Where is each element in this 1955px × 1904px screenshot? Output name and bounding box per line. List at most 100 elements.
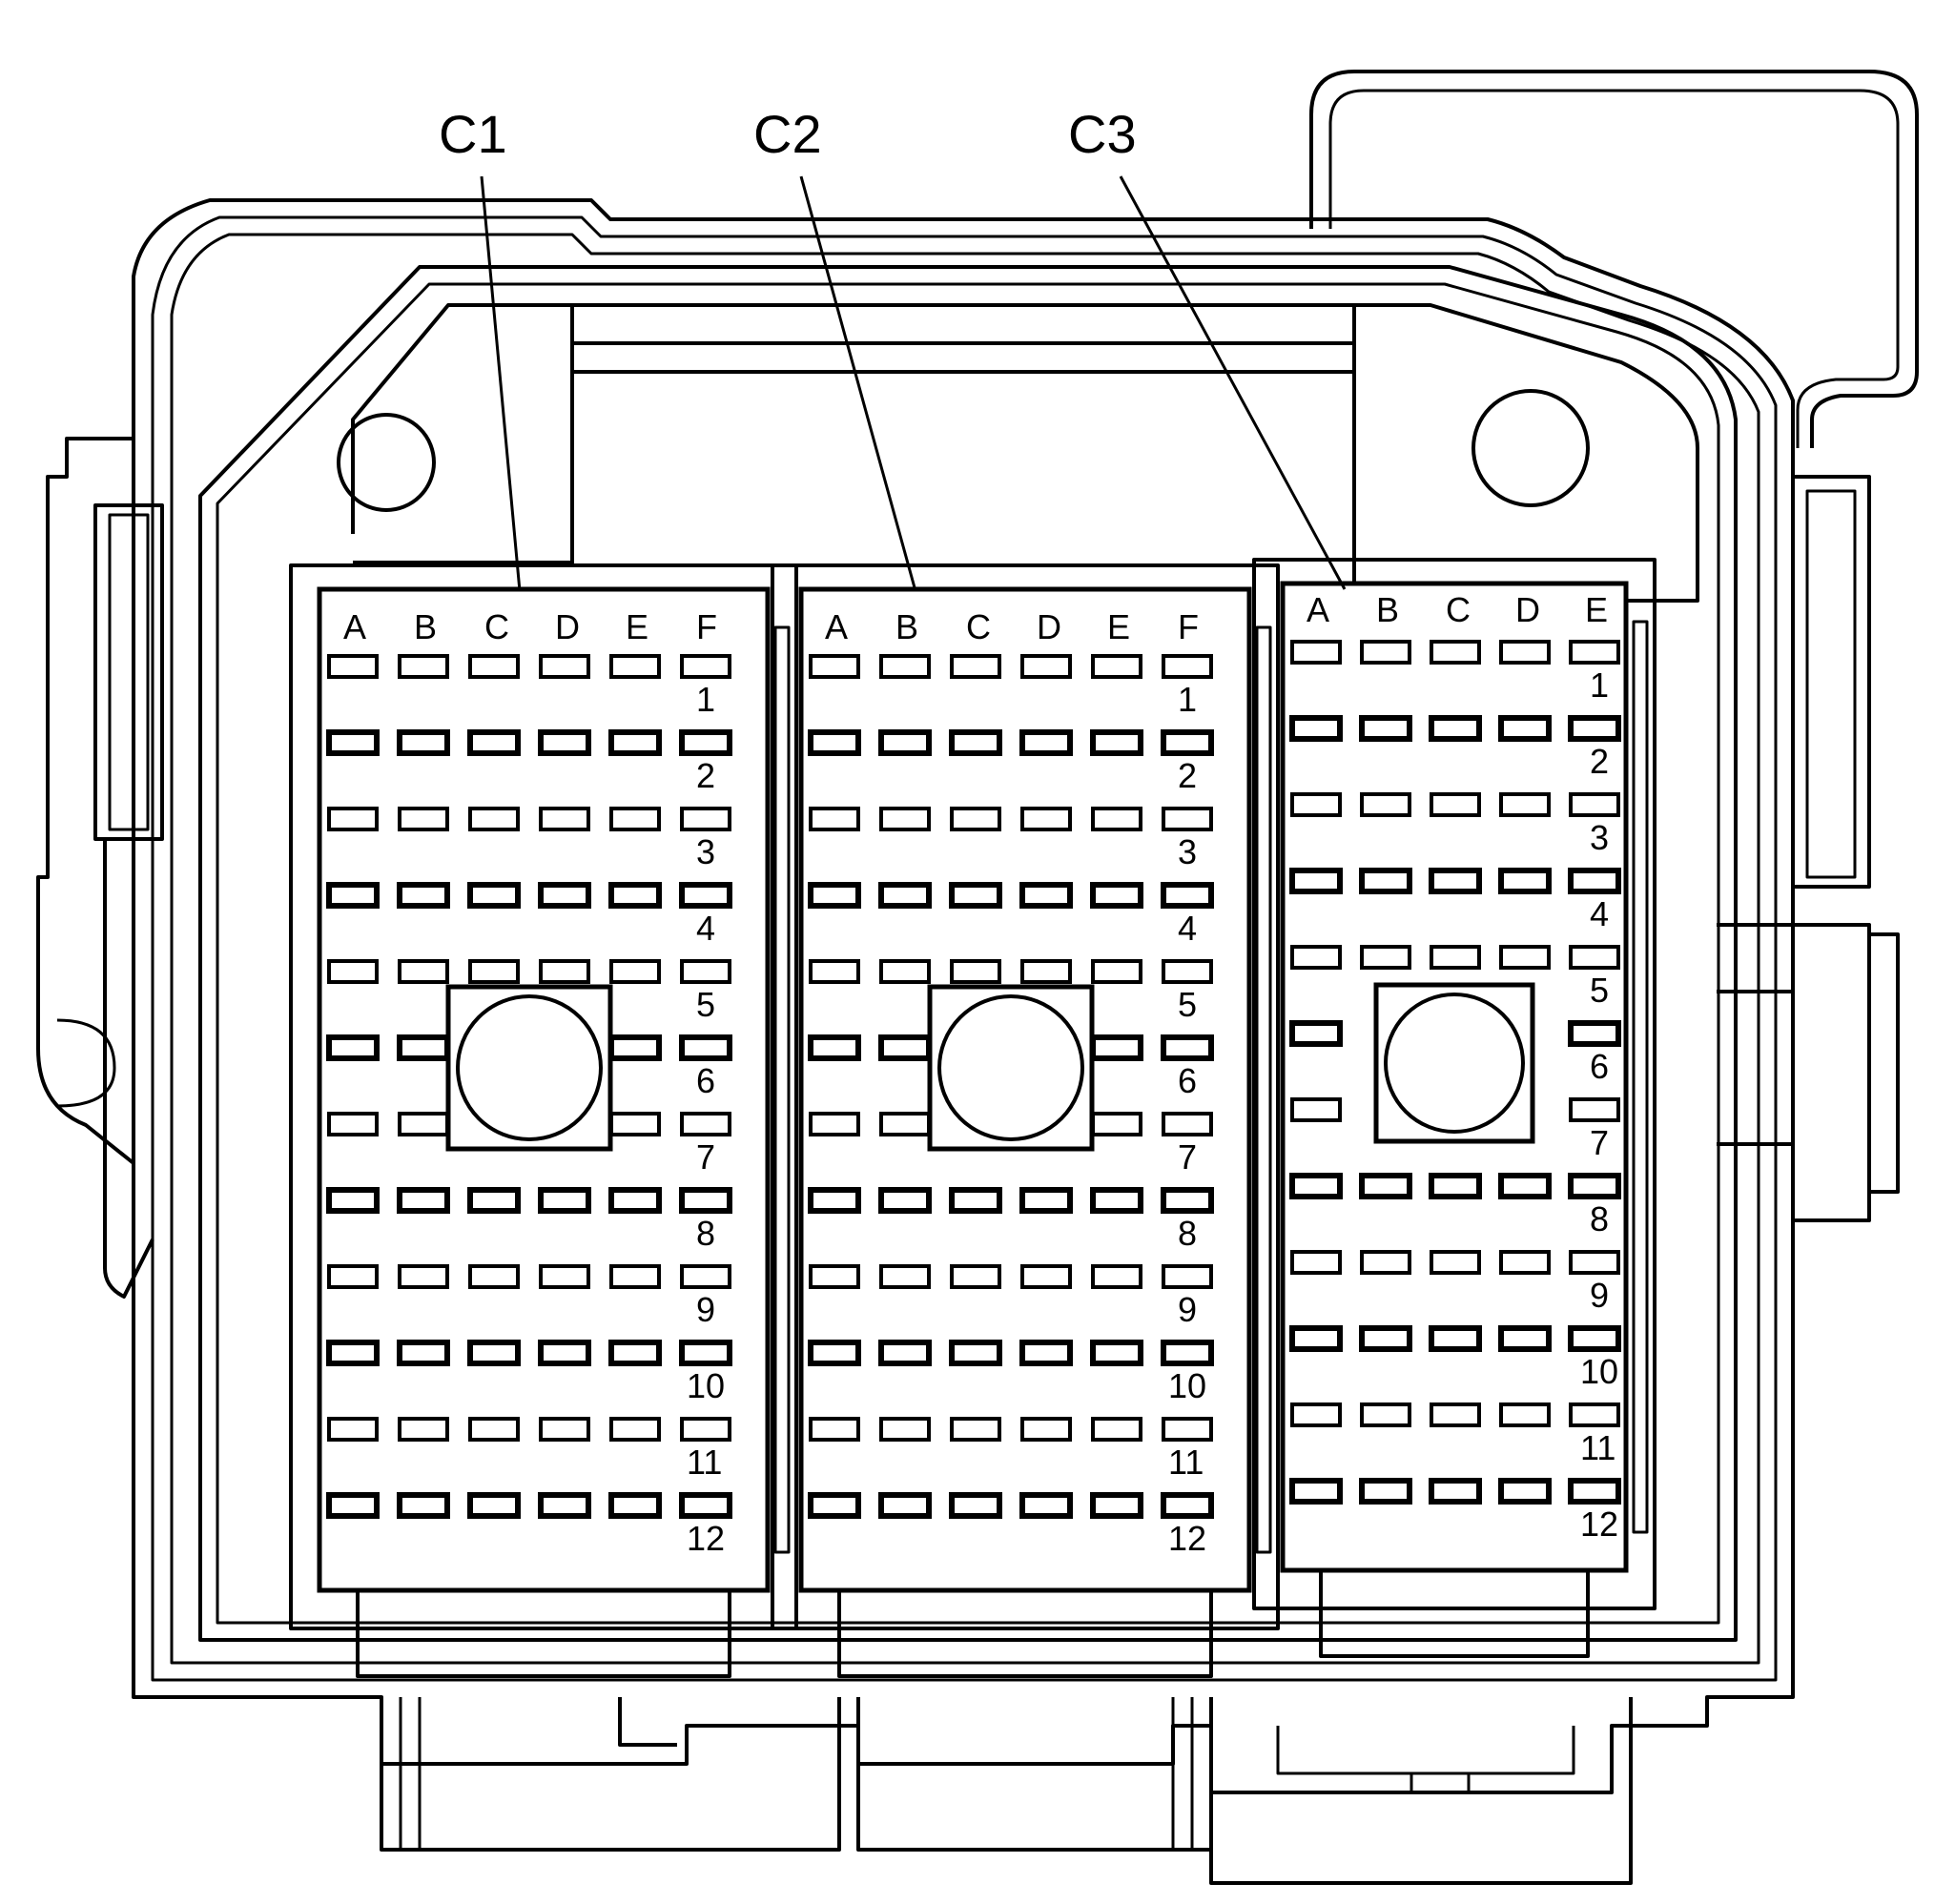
pin-C4 <box>467 882 521 909</box>
pin-D12 <box>538 1492 591 1519</box>
pin-E1 <box>1569 640 1620 665</box>
pin-C9 <box>468 1264 520 1289</box>
pin-A12 <box>326 1492 380 1519</box>
row-label: 10 <box>687 1366 725 1405</box>
pin-C4 <box>1429 868 1482 894</box>
pin-C12 <box>1429 1478 1482 1505</box>
row-label: 6 <box>696 1061 715 1100</box>
column-label: C <box>1446 590 1471 629</box>
pin-E8 <box>1090 1187 1143 1214</box>
pin-C2 <box>949 729 1002 756</box>
pin-B9 <box>879 1264 931 1289</box>
column-label: D <box>1037 607 1061 646</box>
pin-A1 <box>809 654 860 679</box>
pin-F10 <box>679 1340 732 1366</box>
pin-B3 <box>879 807 931 831</box>
pin-A1 <box>1290 640 1342 665</box>
pin-E12 <box>1568 1478 1621 1505</box>
pin-C8 <box>467 1187 521 1214</box>
row-label: 9 <box>696 1290 715 1329</box>
connector-c2-skirt <box>837 1590 1213 1678</box>
pin-A9 <box>1290 1250 1342 1275</box>
column-label: E <box>1107 607 1130 646</box>
pin-E8 <box>1568 1173 1621 1199</box>
pin-E3 <box>1569 792 1620 817</box>
pin-F4 <box>1161 882 1214 909</box>
pin-B6 <box>397 1034 450 1061</box>
row-label: 2 <box>1590 742 1609 781</box>
pin-F5 <box>680 959 731 984</box>
pin-C10 <box>467 1340 521 1366</box>
row-label: 9 <box>1590 1276 1609 1315</box>
pin-A12 <box>1289 1478 1343 1505</box>
pin-E9 <box>1091 1264 1142 1289</box>
mounting-hub <box>927 984 1095 1152</box>
pin-C2 <box>467 729 521 756</box>
pin-A1 <box>327 654 379 679</box>
pin-E10 <box>1090 1340 1143 1366</box>
pin-C4 <box>949 882 1002 909</box>
pin-F11 <box>680 1417 731 1442</box>
column-label: C <box>966 607 991 646</box>
pin-D2 <box>538 729 591 756</box>
pin-B2 <box>878 729 932 756</box>
row-label: 7 <box>1178 1137 1197 1177</box>
pin-A2 <box>808 729 861 756</box>
pin-C12 <box>467 1492 521 1519</box>
pin-E11 <box>1091 1417 1142 1442</box>
pin-A11 <box>809 1417 860 1442</box>
pin-F5 <box>1162 959 1213 984</box>
pin-E12 <box>608 1492 662 1519</box>
pin-D3 <box>539 807 590 831</box>
pin-E3 <box>1091 807 1142 831</box>
column-label: B <box>1376 590 1399 629</box>
pin-E2 <box>1568 715 1621 742</box>
pin-C9 <box>1430 1250 1481 1275</box>
pin-B12 <box>1359 1478 1412 1505</box>
pin-B10 <box>1359 1325 1412 1352</box>
pin-C3 <box>950 807 1001 831</box>
row-label: 11 <box>687 1443 722 1482</box>
pin-F8 <box>679 1187 732 1214</box>
pin-C11 <box>950 1417 1001 1442</box>
column-label: C <box>484 607 509 646</box>
row-label: 1 <box>1178 680 1197 719</box>
row-label: 11 <box>1168 1443 1204 1482</box>
pin-B7 <box>879 1112 931 1136</box>
pin-F8 <box>1161 1187 1214 1214</box>
pin-F9 <box>680 1264 731 1289</box>
column-label: D <box>1515 590 1540 629</box>
pin-A5 <box>327 959 379 984</box>
pin-C9 <box>950 1264 1001 1289</box>
pin-A3 <box>327 807 379 831</box>
pin-E1 <box>609 654 661 679</box>
pin-F10 <box>1161 1340 1214 1366</box>
pin-F3 <box>680 807 731 831</box>
pin-E10 <box>1568 1325 1621 1352</box>
pin-F1 <box>680 654 731 679</box>
pin-D8 <box>1498 1173 1552 1199</box>
pin-D5 <box>539 959 590 984</box>
pin-E9 <box>1569 1250 1620 1275</box>
connector-titles: C1 C2 C3 <box>439 104 1347 592</box>
pin-C10 <box>1429 1325 1482 1352</box>
pin-A2 <box>326 729 380 756</box>
column-label: D <box>555 607 580 646</box>
column-label: E <box>626 607 648 646</box>
pin-E2 <box>608 729 662 756</box>
mounting-hole <box>937 994 1084 1141</box>
pin-E6 <box>1090 1034 1143 1061</box>
row-label: 8 <box>696 1214 715 1253</box>
pin-A12 <box>808 1492 861 1519</box>
pin-A6 <box>1289 1020 1343 1047</box>
pin-D4 <box>1498 868 1552 894</box>
pin-D1 <box>539 654 590 679</box>
pin-A5 <box>1290 945 1342 970</box>
pin-F2 <box>1161 729 1214 756</box>
row-label: 8 <box>1178 1214 1197 1253</box>
connector-c3-body <box>1252 558 1657 1610</box>
connector-c1-rail <box>773 625 791 1554</box>
pin-B7 <box>398 1112 449 1136</box>
